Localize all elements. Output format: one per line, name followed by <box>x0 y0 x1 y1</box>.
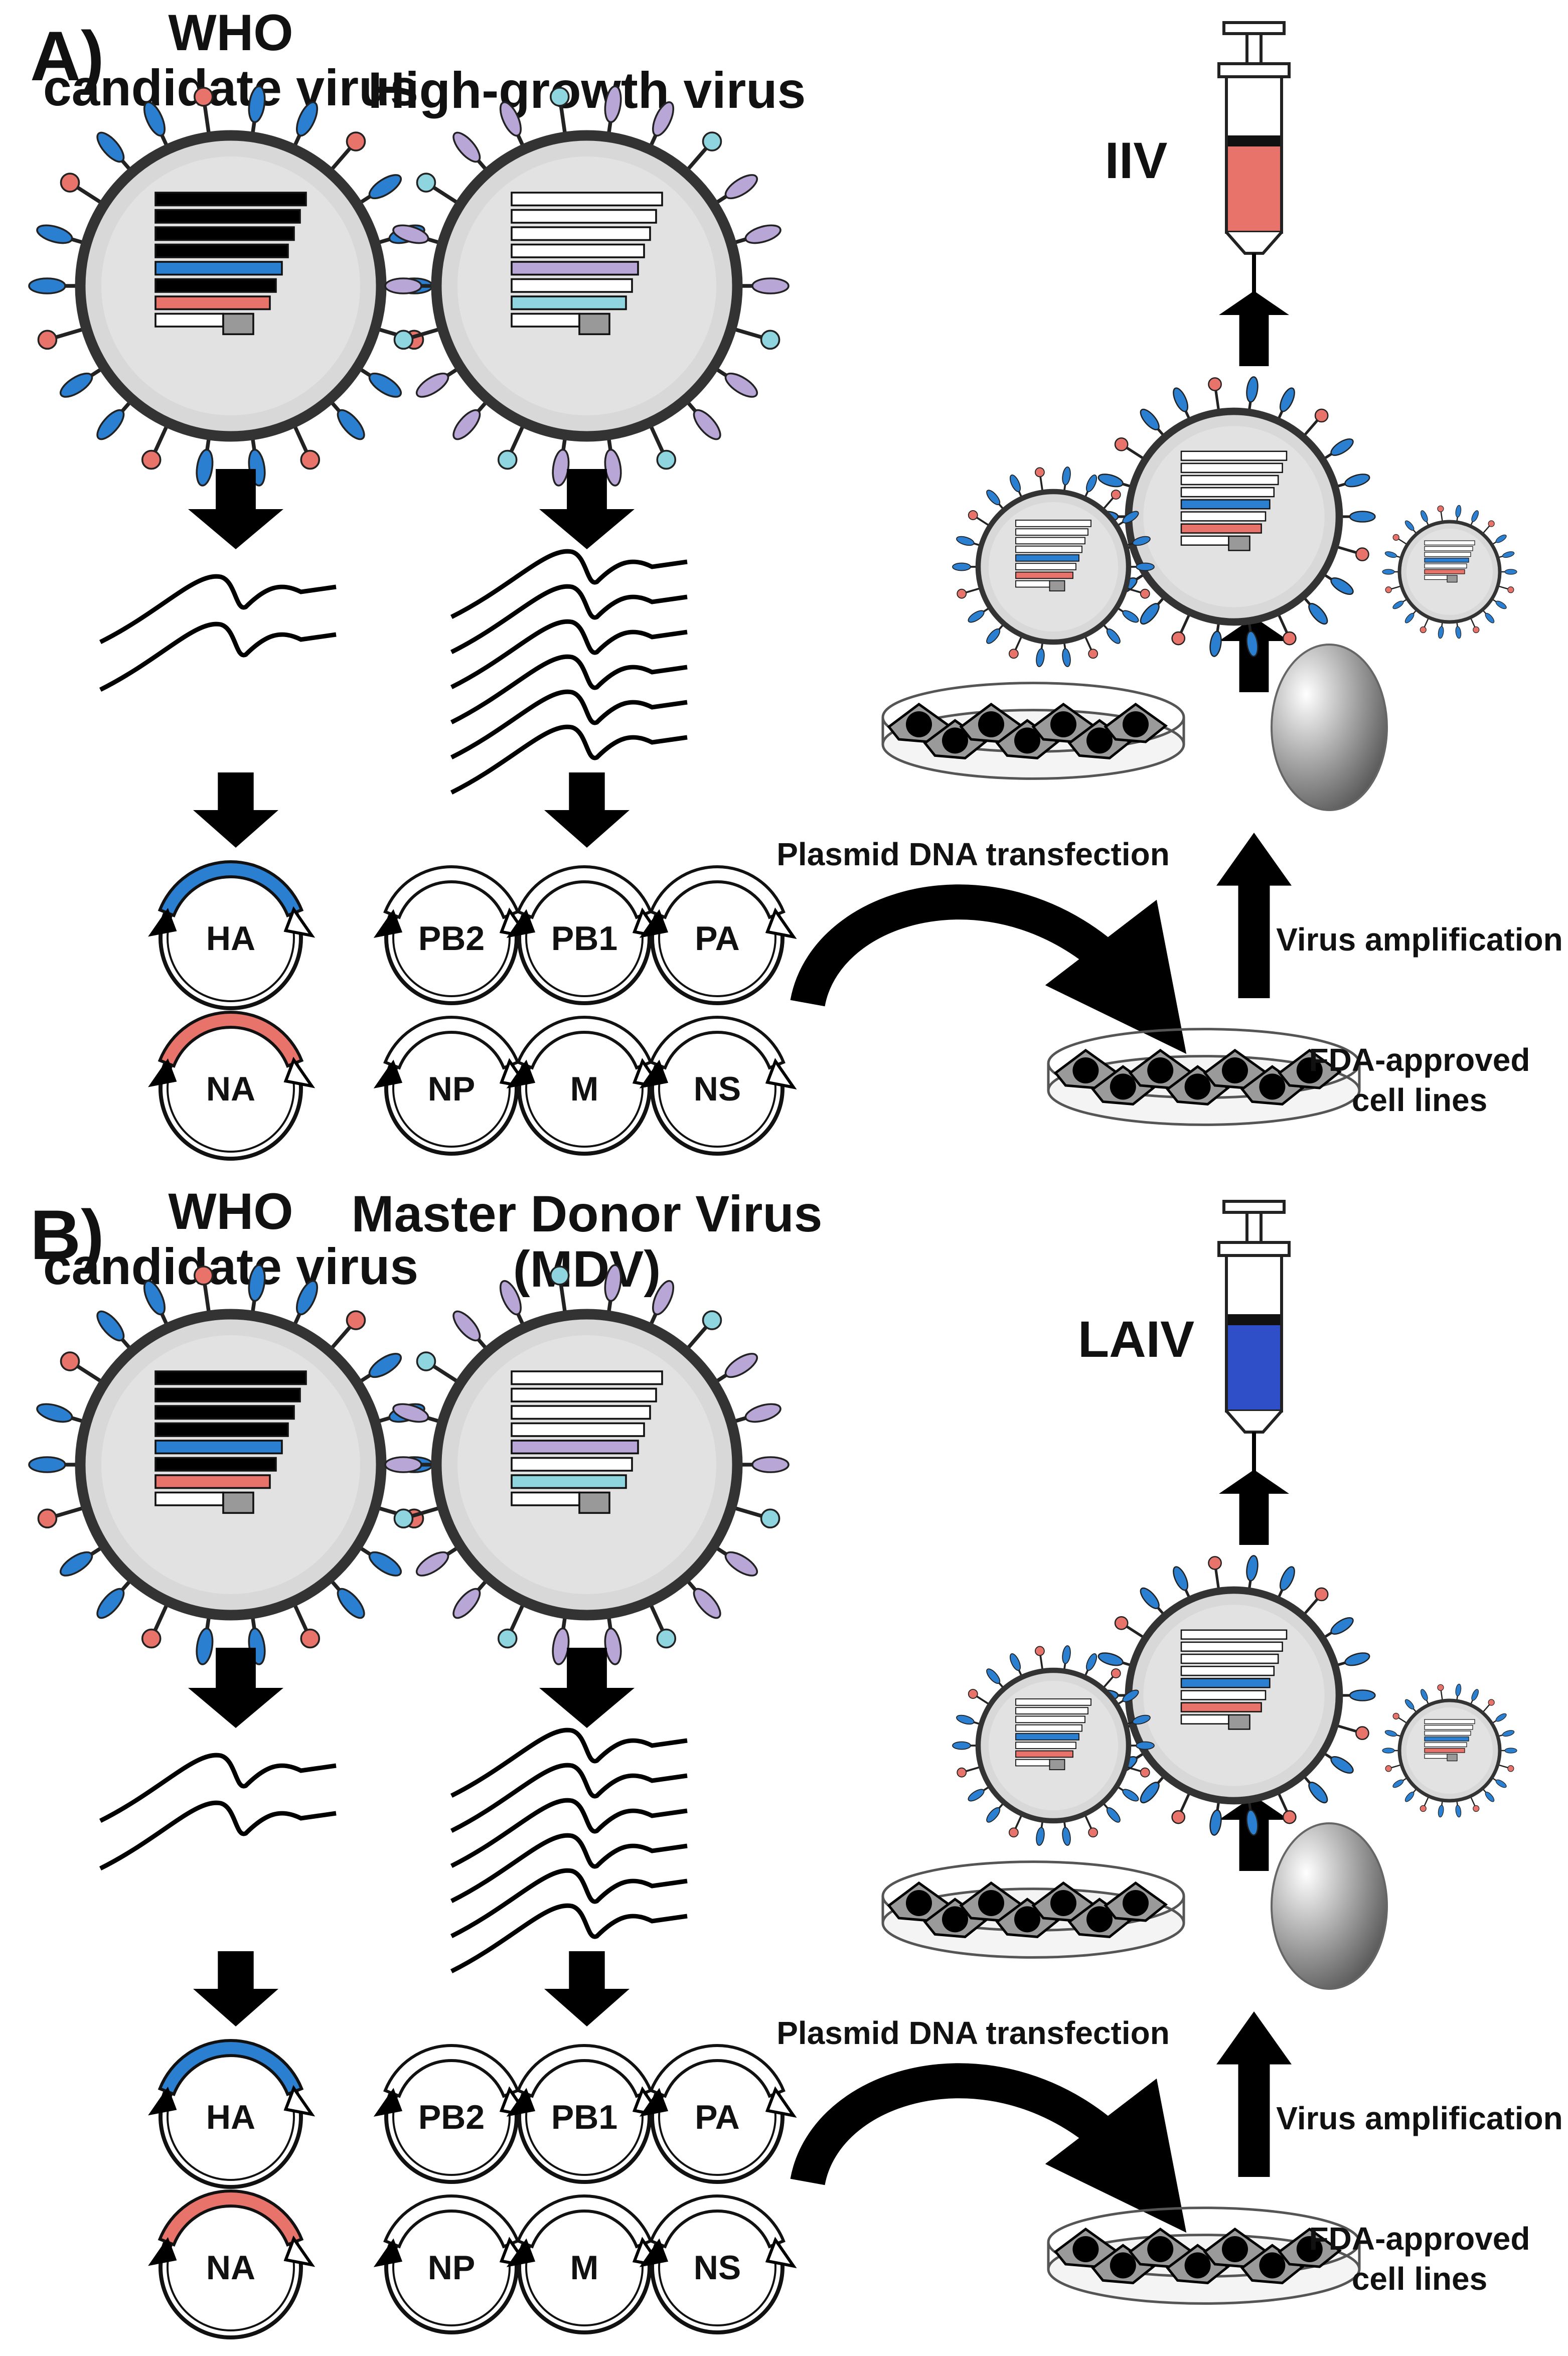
transfection-arrow <box>790 2063 1187 2233</box>
amplification-arrow <box>1216 2011 1292 2177</box>
donor-growth-curves <box>450 1727 688 1974</box>
down-arrow <box>539 469 635 549</box>
candidate-virus-title: candidate virus <box>43 1238 418 1295</box>
panels.1.donor_plasmids.0: PB2 <box>373 2044 531 2184</box>
vaccine-syringe <box>1217 1200 1291 1482</box>
cell-lines-label: cell lines <box>1352 1082 1487 1118</box>
up-arrow <box>1219 291 1289 366</box>
panels.0.donor_plasmids.3: NP <box>373 1016 531 1156</box>
down-arrow <box>188 469 283 549</box>
fda-cell-line-dish <box>1047 2207 1361 2305</box>
reassortant-virion <box>1382 505 1517 639</box>
vaccine-label: LAIV <box>1078 1311 1194 1368</box>
panels.0.donor_plasmids.0: PB2 <box>373 865 531 1005</box>
panels.0.candidate_plasmids.1: NA <box>148 1011 316 1161</box>
candidate-virion <box>28 85 433 487</box>
panels.1.donor_plasmids.4: M <box>506 2194 664 2334</box>
panels.1.donor_plasmids.5: NS <box>639 2194 797 2334</box>
plasmid-label: M <box>570 1070 599 1108</box>
amplification-label: Virus amplification <box>1276 921 1562 958</box>
transfection-arrow <box>790 884 1187 1054</box>
amplification-arrow <box>1216 833 1292 998</box>
donor-virus-title: High-growth virus <box>368 62 806 119</box>
cell-lines-label: FDA-approved <box>1309 2221 1530 2257</box>
panels.0.candidate_plasmids.0: HA <box>148 860 316 1010</box>
panels.0.donor_plasmids.1: PB1 <box>506 865 664 1005</box>
panels.1.donor_plasmids.3: NP <box>373 2194 531 2334</box>
panels.1.donor_plasmids.1: PB1 <box>506 2044 664 2184</box>
plasmid-label: M <box>570 2249 599 2287</box>
candidate-virion <box>28 1264 433 1665</box>
down-arrow <box>193 1951 278 2026</box>
panels.1.candidate_plasmids.0: HA <box>148 2039 316 2189</box>
panels.0.donor_plasmids.4: M <box>506 1016 664 1156</box>
candidate-virus-title: WHO <box>168 1183 293 1240</box>
reassortant-virion <box>1382 1683 1517 1818</box>
amplification-dish <box>881 682 1185 780</box>
cell-lines-label: FDA-approved <box>1309 1042 1530 1078</box>
panels.1.donor_plasmids.2: PA <box>639 2044 797 2184</box>
egg <box>1271 644 1388 811</box>
plasmid-label: PA <box>695 2098 739 2136</box>
donor-virion <box>384 85 790 487</box>
reassortant-virion <box>952 466 1155 667</box>
amplification-label: Virus amplification <box>1276 2100 1562 2136</box>
plasmid-label: NS <box>694 1070 741 1108</box>
up-arrow <box>1219 1470 1289 1545</box>
plasmid-label: NA <box>206 1070 255 1108</box>
fda-cell-line-dish <box>1047 1028 1361 1126</box>
transfection-label: Plasmid DNA transfection <box>776 2015 1170 2051</box>
egg <box>1271 1822 1388 1990</box>
amplification-dish <box>881 1860 1185 1959</box>
donor-virus-title: Master Donor Virus <box>351 1185 822 1242</box>
reassortant-virion <box>952 1645 1155 1846</box>
down-arrow <box>188 1648 283 1728</box>
plasmid-label: PB1 <box>551 2098 617 2136</box>
reassortant-virion <box>1092 1555 1376 1836</box>
vaccine-label: IIV <box>1105 132 1168 189</box>
cell-lines-label: cell lines <box>1352 2261 1487 2297</box>
candidate-virus-title: WHO <box>168 4 293 61</box>
down-arrow <box>193 772 278 848</box>
panels.0.donor_plasmids.5: NS <box>639 1016 797 1156</box>
plasmid-label: NS <box>694 2249 741 2287</box>
transfection-label: Plasmid DNA transfection <box>776 836 1170 872</box>
plasmid-label: PB2 <box>418 2098 485 2136</box>
candidate-growth-curves <box>99 574 337 692</box>
donor-growth-curves <box>450 549 688 795</box>
panel-label: B) <box>30 1195 104 1274</box>
plasmid-label: HA <box>206 919 255 958</box>
plasmid-label: NP <box>428 1070 475 1108</box>
plasmid-label: NP <box>428 2249 475 2287</box>
plasmid-label: PB2 <box>418 919 485 958</box>
donor-virus-title: (MDV) <box>513 1240 661 1298</box>
panel-label: A) <box>30 17 104 95</box>
down-arrow <box>539 1648 635 1728</box>
down-arrow <box>544 1951 630 2026</box>
panels.1.candidate_plasmids.1: NA <box>148 2189 316 2339</box>
donor-virion <box>384 1264 790 1665</box>
candidate-growth-curves <box>99 1753 337 1871</box>
candidate-virus-title: candidate virus <box>43 59 418 116</box>
panels.0.donor_plasmids.2: PA <box>639 865 797 1005</box>
plasmid-label: NA <box>206 2249 255 2287</box>
plasmid-label: HA <box>206 2098 255 2136</box>
vaccine-syringe <box>1217 21 1291 303</box>
down-arrow <box>544 772 630 848</box>
plasmid-label: PA <box>695 919 739 958</box>
plasmid-label: PB1 <box>551 919 617 958</box>
